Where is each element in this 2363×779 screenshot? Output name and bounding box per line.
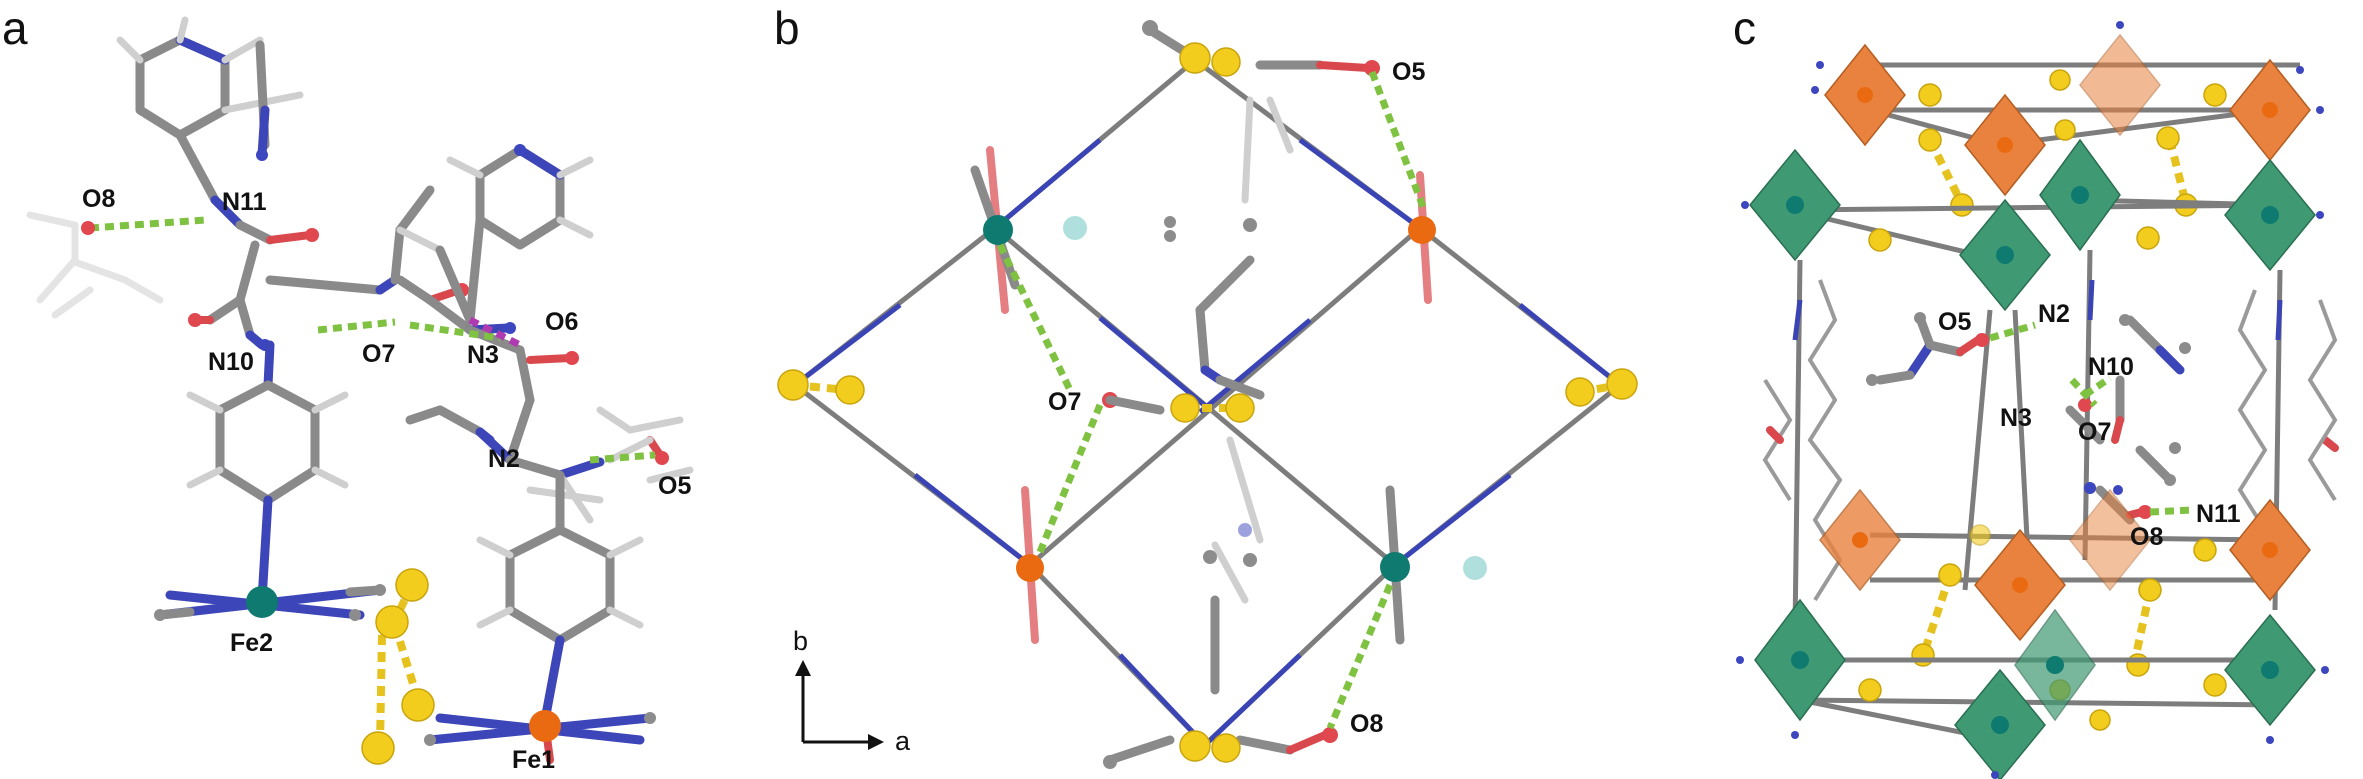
panel-a-letter: a bbox=[2, 2, 28, 54]
panel-c-guests bbox=[1866, 312, 2191, 525]
hbond-o7-n3 bbox=[409, 321, 501, 342]
axis-label-b: b bbox=[793, 626, 808, 656]
fe2-atom bbox=[246, 586, 278, 618]
panel-c-label-o5: O5 bbox=[1938, 308, 1971, 336]
panel-b-fe-teal-1 bbox=[983, 215, 1013, 245]
panel-c-oct-orange-6 bbox=[2069, 488, 2151, 592]
label-n10: N10 bbox=[208, 348, 254, 376]
panel-b-fe-teal-2 bbox=[1380, 552, 1410, 582]
panel-c-hbond-n10-o7 bbox=[2083, 375, 2112, 398]
panel-b-label-o8: O8 bbox=[1350, 710, 1383, 738]
panel-a-sulfur-contacts bbox=[361, 568, 435, 765]
label-fe1: Fe1 bbox=[512, 746, 555, 774]
label-n2: N2 bbox=[488, 445, 520, 473]
panel-c: c bbox=[1733, 2, 2339, 779]
panel-a-fe2-plane bbox=[154, 584, 386, 621]
panel-a: a bbox=[2, 2, 694, 774]
panel-b-fe-orange-1 bbox=[1408, 216, 1436, 244]
panel-b-framework bbox=[793, 57, 1622, 747]
panel-b-hbond-o8 bbox=[1326, 583, 1394, 730]
panel-c-upper-green-layer bbox=[1749, 138, 2316, 312]
panel-c-lower-orange-layer bbox=[1819, 488, 2311, 677]
panel-c-label-o7: O7 bbox=[2078, 418, 2111, 446]
label-n3: N3 bbox=[467, 341, 499, 369]
panel-b-sulfur-pairs bbox=[777, 42, 1638, 763]
panel-b-hbond-o7-down bbox=[1036, 403, 1104, 554]
panel-a-central-chain bbox=[405, 325, 694, 535]
panel-b: b bbox=[774, 2, 1638, 769]
fe1-atom bbox=[529, 710, 561, 742]
chalcogen-n3-o6 bbox=[468, 316, 522, 349]
label-fe2: Fe2 bbox=[230, 629, 273, 657]
panel-c-label-o8: O8 bbox=[2130, 523, 2163, 551]
panel-b-hbond-o7-up bbox=[996, 243, 1074, 392]
panel-a-faded-fragment bbox=[26, 211, 164, 319]
panel-c-label-n3: N3 bbox=[2000, 404, 2032, 432]
panel-c-label-n11: N11 bbox=[2196, 500, 2241, 528]
label-o7: O7 bbox=[362, 340, 395, 368]
panel-c-oct-orange-2 bbox=[2079, 33, 2161, 137]
panel-c-hbond-o8-n11 bbox=[2149, 506, 2193, 516]
axis-label-a: a bbox=[895, 726, 911, 756]
panel-b-letter: b bbox=[774, 2, 800, 54]
panel-c-pillars bbox=[1762, 249, 2339, 631]
panel-b-axes: b a bbox=[793, 626, 911, 756]
panel-c-label-n10: N10 bbox=[2088, 353, 2134, 381]
panel-a-lower-pyridine bbox=[476, 525, 644, 725]
panel-c-bottom-green-layer bbox=[1754, 598, 2316, 779]
hbond-n10-o7 bbox=[317, 318, 396, 334]
panel-b-guests bbox=[1102, 20, 1380, 769]
panel-c-label-n2: N2 bbox=[2038, 300, 2070, 328]
panel-b-fe-orange-2 bbox=[1016, 554, 1044, 582]
label-o8: O8 bbox=[82, 185, 115, 213]
panel-b-hbond-o5 bbox=[1368, 70, 1429, 214]
label-n11: N11 bbox=[222, 188, 267, 216]
panel-b-label-o5: O5 bbox=[1392, 58, 1425, 86]
panel-a-top-pyridine bbox=[116, 16, 304, 205]
hbond-n2-o5 bbox=[589, 451, 656, 464]
hbond-o8-n11 bbox=[89, 216, 206, 232]
panel-a-fe1-plane bbox=[424, 710, 656, 764]
panel-b-label-o7: O7 bbox=[1048, 388, 1081, 416]
panel-a-left-pyridine bbox=[186, 340, 349, 605]
panel-a-right-pyridine bbox=[435, 144, 594, 325]
panel-c-letter: c bbox=[1733, 2, 1756, 54]
label-o5: O5 bbox=[658, 472, 691, 500]
panel-c-nitrogen-caps bbox=[1736, 21, 2329, 779]
panel-c-hbond-o5-n2 bbox=[1989, 321, 2036, 342]
panel-c-top-layer bbox=[1824, 33, 2311, 217]
label-o6: O6 bbox=[545, 308, 578, 336]
